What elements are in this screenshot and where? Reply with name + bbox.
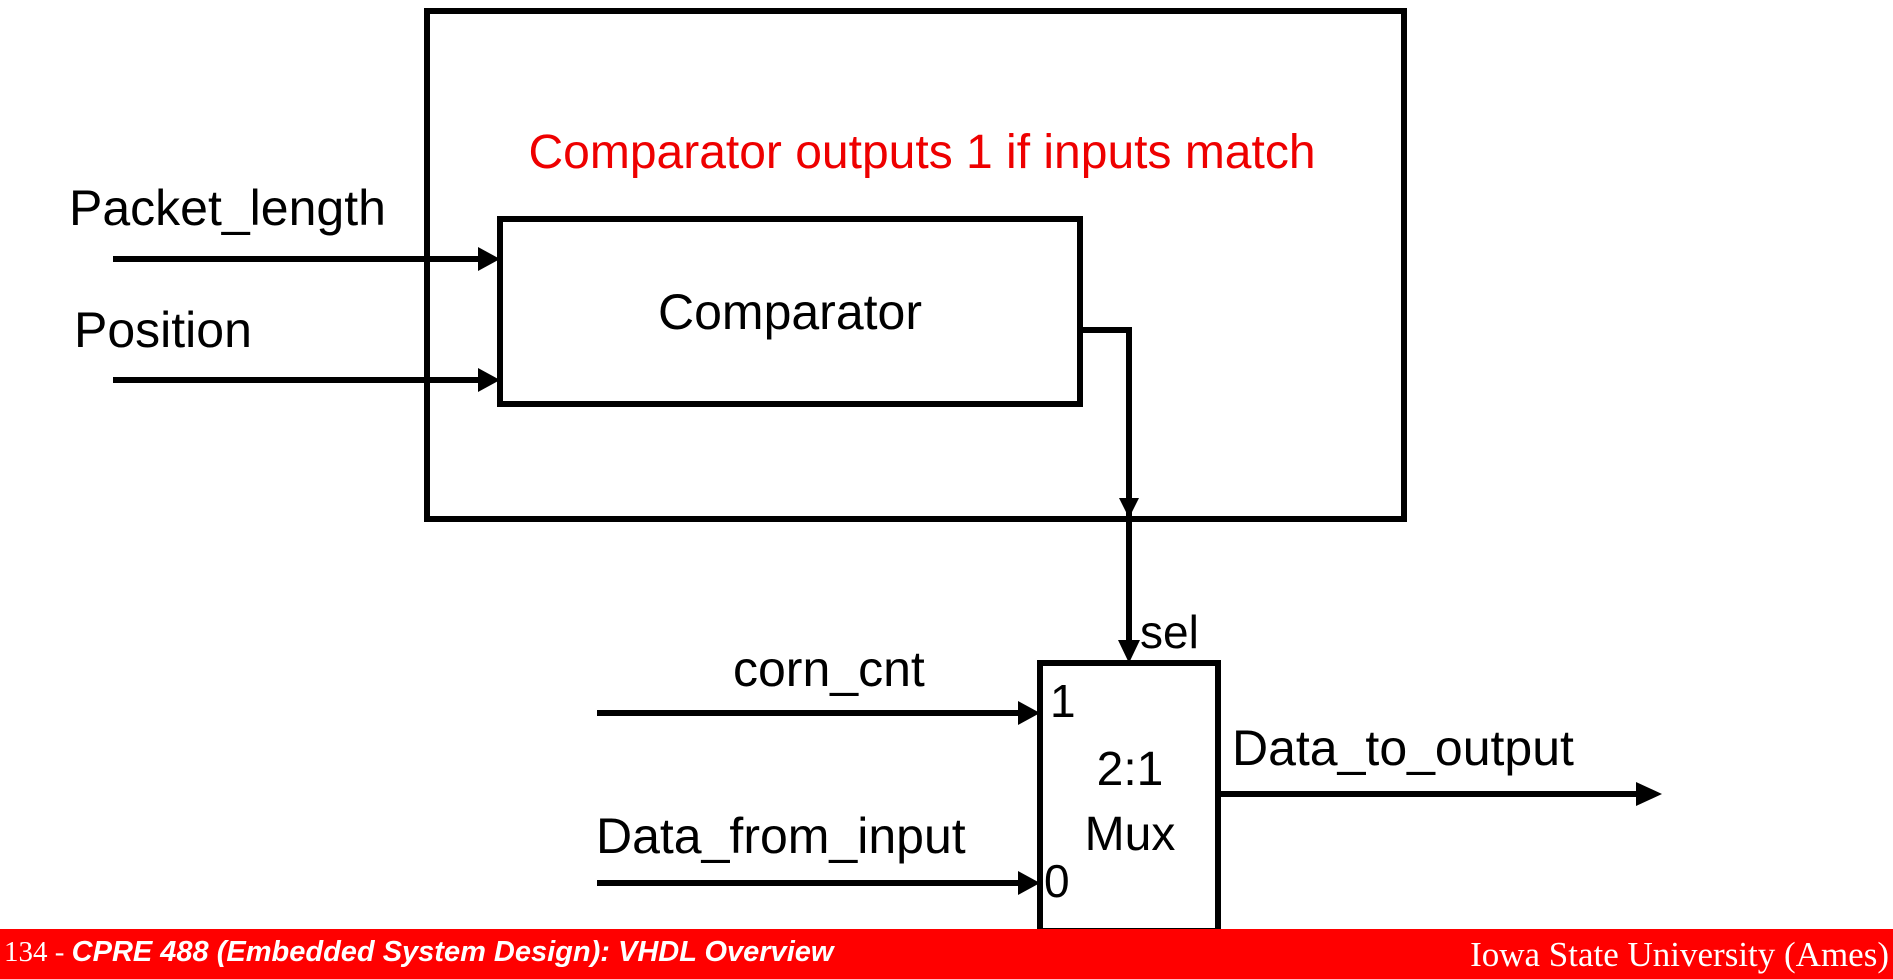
mux-label-line1: 2:1	[1097, 743, 1164, 796]
inner-junction-arrowhead	[1119, 498, 1139, 518]
data-to-output-label: Data_to_output	[1232, 720, 1574, 776]
institution-name: Iowa State University (Ames)	[1470, 935, 1889, 974]
packet-length-arrowhead	[478, 247, 500, 271]
comparator-annotation: Comparator outputs 1 if inputs match	[528, 126, 1315, 179]
comparator-output-wire	[1080, 327, 1132, 645]
slide-number: 134	[4, 936, 48, 968]
footer-separator: -	[47, 936, 72, 968]
mux-label-line2: Mux	[1085, 808, 1176, 861]
footer-bar: 134 - CPRE 488 (Embedded System Design):…	[0, 929, 1893, 979]
packet-length-label: Packet_length	[69, 180, 386, 236]
position-label: Position	[74, 302, 252, 358]
data-from-input-arrowhead	[1018, 871, 1040, 895]
mux-select-label: sel	[1140, 606, 1199, 658]
position-arrowhead	[478, 368, 500, 392]
mux-port-1-label: 1	[1050, 675, 1076, 727]
corn-cnt-arrowhead	[1018, 701, 1040, 725]
corn-cnt-label: corn_cnt	[733, 641, 925, 697]
footer-left: 134 - CPRE 488 (Embedded System Design):…	[4, 936, 833, 969]
comparator-block	[497, 216, 1083, 407]
select-arrowhead	[1118, 640, 1140, 663]
comparator-label: Comparator	[658, 284, 922, 340]
data-to-output-arrowhead	[1636, 782, 1662, 806]
course-title: CPRE 488 (Embedded System Design): VHDL …	[71, 936, 834, 968]
data-from-input-label: Data_from_input	[596, 808, 966, 864]
mux-port-0-label: 0	[1044, 855, 1070, 907]
outer-enclosure-box	[424, 8, 1407, 522]
